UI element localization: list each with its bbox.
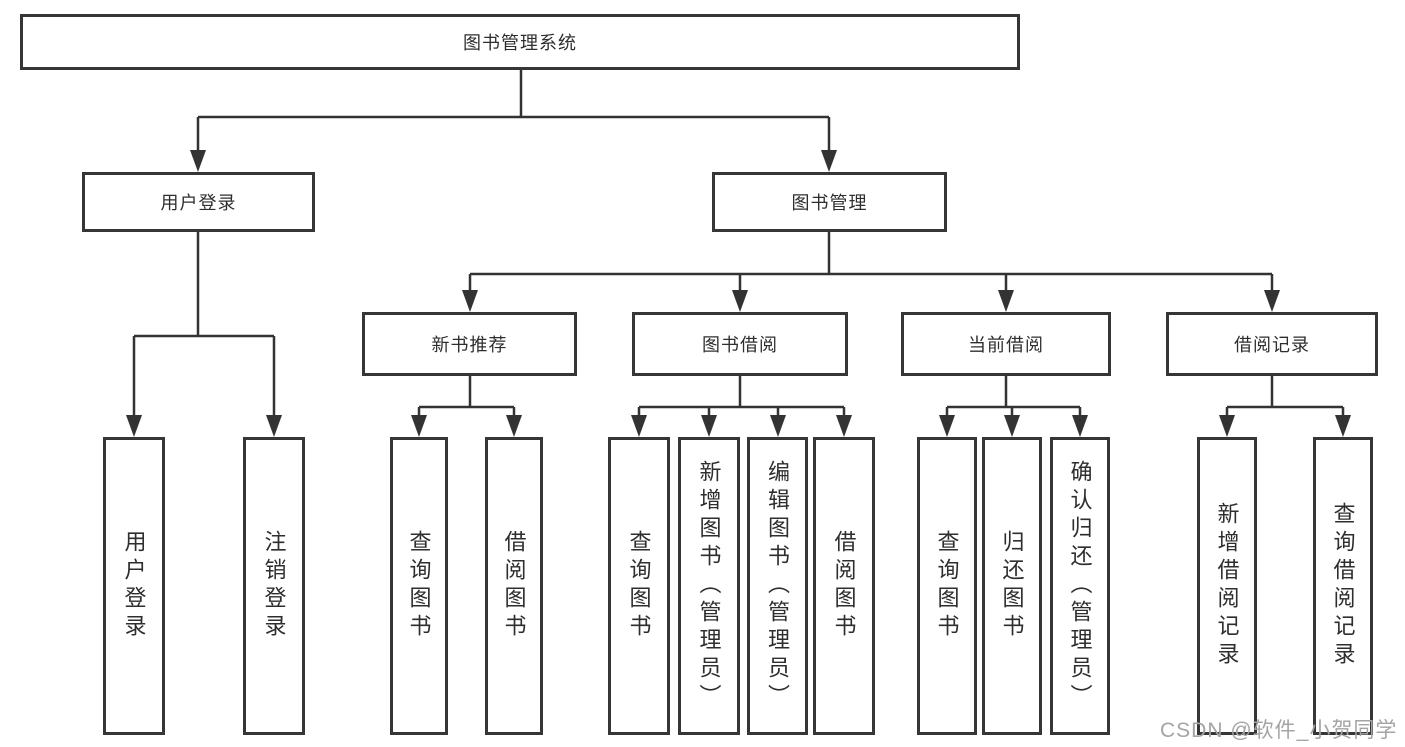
- connector-book-borrowing-to-leaves: [631, 376, 852, 437]
- connector-current-borrowing-to-leaves: [939, 376, 1088, 437]
- connector-root-to-level2: [190, 70, 837, 172]
- leaf-current-confirm-return-admin: 确认归还（管理员）: [1050, 437, 1110, 735]
- leaf-current-return-books: 归还图书: [982, 437, 1042, 735]
- leaf-current-query-books: 查询图书: [917, 437, 977, 735]
- leaf-rec-borrow-books: 借阅图书: [485, 437, 543, 735]
- node-user-login: 用户登录: [82, 172, 315, 232]
- leaf-user-login: 用户登录: [103, 437, 165, 735]
- node-book-borrowing: 图书借阅: [632, 312, 848, 376]
- connector-new-book-rec-to-leaves: [411, 376, 522, 437]
- leaf-rec-query-books: 查询图书: [390, 437, 448, 735]
- node-library-management-system: 图书管理系统: [20, 14, 1020, 70]
- leaf-borrow-borrow-books: 借阅图书: [813, 437, 875, 735]
- leaf-borrow-add-books-admin: 新增图书（管理员）: [678, 437, 740, 735]
- csdn-watermark: CSDN @软件_小贺同学: [1160, 719, 1398, 742]
- node-borrowing-records: 借阅记录: [1166, 312, 1378, 376]
- leaf-records-query-record: 查询借阅记录: [1313, 437, 1373, 735]
- leaf-borrow-edit-books-admin: 编辑图书（管理员）: [747, 437, 808, 735]
- leaf-logout: 注销登录: [243, 437, 305, 735]
- leaf-borrow-query-books: 查询图书: [608, 437, 670, 735]
- connector-borrowing-records-to-leaves: [1219, 376, 1351, 437]
- node-current-borrowing: 当前借阅: [901, 312, 1111, 376]
- node-new-book-recommendation: 新书推荐: [362, 312, 577, 376]
- node-book-management: 图书管理: [712, 172, 947, 232]
- connector-user-login-to-leaves: [126, 232, 282, 437]
- leaf-records-add-record: 新增借阅记录: [1197, 437, 1257, 735]
- connector-book-mgmt-to-level3: [462, 232, 1280, 312]
